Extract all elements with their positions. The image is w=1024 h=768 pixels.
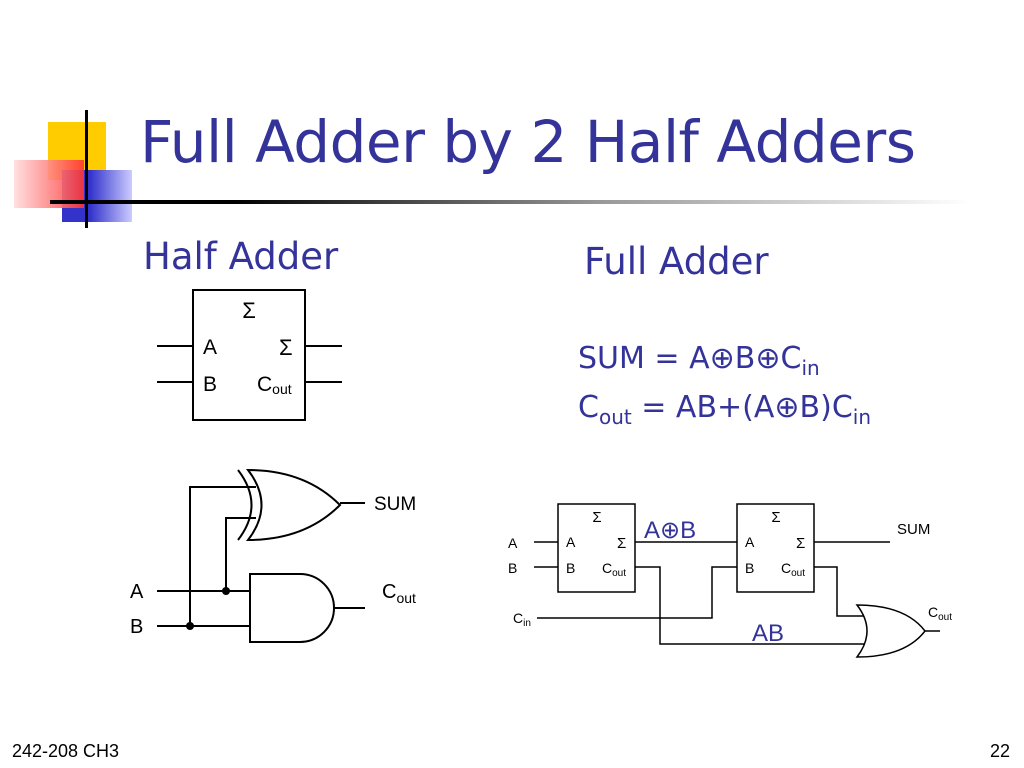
cout-eq-sub: out (598, 405, 632, 429)
fa-ha2-b: B (745, 560, 754, 576)
cout-eq-b: B)C (799, 390, 853, 425)
ha-gates-carry-c: C (382, 581, 396, 603)
and-gate (249, 573, 335, 643)
decor-vertical-line (85, 110, 88, 228)
xor-symbol-1: ⊕ (709, 341, 735, 376)
fa-ha1-sigma: Σ (592, 509, 601, 526)
xor-symbol-4: ⊕ (660, 517, 680, 544)
full-adder-heading: Full Adder (584, 240, 769, 283)
ha-gates-in-a: A (130, 581, 144, 603)
half-adder-block (157, 289, 342, 421)
fa-ha2-sum: Σ (796, 535, 805, 552)
fa-ab-label: AB (752, 620, 784, 647)
ha-block-in-a: A (203, 336, 217, 359)
fa-axb-label: A⊕B (644, 517, 696, 544)
ha-block-sigma-top: Σ (242, 298, 256, 323)
junction-dot-a (222, 587, 230, 595)
footer-course-code: 242-208 CH3 (12, 741, 120, 761)
fa-ha1-carry-sub: out (612, 568, 626, 579)
ha-block-carry-sub: out (272, 381, 292, 397)
ha-gates-carry-label: Cout (382, 581, 416, 606)
ha-gates-sum-label: SUM (374, 494, 416, 515)
ha-block-out-carry: Cout (257, 373, 292, 397)
fa-ha2-box (736, 503, 815, 593)
full-adder-wires (534, 503, 940, 658)
fa-ha1-carry: Cout (602, 560, 626, 579)
fa-cout-label: Cout (928, 604, 952, 623)
fa-ha2-carry-sub: out (791, 568, 805, 579)
junction-dot-b (186, 622, 194, 630)
ha-block-out-sum: Σ (279, 335, 293, 360)
xor-symbol-3: ⊕ (774, 390, 800, 425)
fa-in-cin-sub: in (523, 618, 531, 629)
fa-ha2-carry: Cout (781, 560, 805, 579)
fa-ha2-carry-c: C (781, 560, 791, 576)
fa-or-gate (855, 604, 926, 658)
fa-ha2-sigma: Σ (771, 509, 780, 526)
fa-in-b: B (508, 560, 517, 576)
fa-ha2-a: A (745, 534, 755, 550)
fa-ha1-a: A (566, 534, 576, 550)
ha-gates-carry-sub: out (396, 590, 416, 606)
cout-eq-in: in (852, 405, 872, 429)
sum-eq-a: A (689, 341, 710, 376)
fa-in-cin: Cin (513, 610, 531, 629)
fa-axb-b: B (680, 517, 696, 544)
cout-eq-c: C (578, 390, 599, 425)
fa-in-a: A (508, 535, 518, 551)
decor-horizontal-rule (50, 200, 970, 204)
page-number: 22 (990, 741, 1011, 761)
xor-symbol-2: ⊕ (755, 341, 781, 376)
xor-gate-back-curve (237, 469, 253, 541)
fa-cout-sub: out (938, 612, 952, 623)
xor-gate (245, 468, 342, 542)
ha-gates-in-b: B (130, 616, 143, 638)
fa-ha1-box (557, 503, 636, 593)
ha-block-in-b: B (203, 373, 217, 396)
fa-ha1-carry-c: C (602, 560, 612, 576)
slide-title: Full Adder by 2 Half Adders (140, 108, 916, 176)
cout-equation: Cout = AB+(A⊕B)Cin (578, 390, 871, 429)
fa-cout-c: C (928, 604, 938, 620)
fa-in-cin-c: C (513, 610, 523, 626)
sum-eq-b: B (734, 341, 756, 376)
sum-eq-lhs: SUM = (578, 341, 690, 376)
fa-sum-label: SUM (897, 521, 930, 538)
fa-ha1-b: B (566, 560, 575, 576)
half-adder-gates (157, 468, 365, 643)
fa-ha1-sum: Σ (617, 535, 626, 552)
sum-eq-c-sub: in (801, 356, 820, 380)
fa-axb-a: A (644, 517, 660, 544)
sum-equation: SUM = A⊕B⊕Cin (578, 341, 820, 380)
cout-eq-mid: = AB+(A (631, 390, 775, 425)
ha-block-carry-c: C (257, 373, 272, 396)
half-adder-heading: Half Adder (143, 235, 339, 278)
sum-eq-c: C (780, 341, 802, 376)
